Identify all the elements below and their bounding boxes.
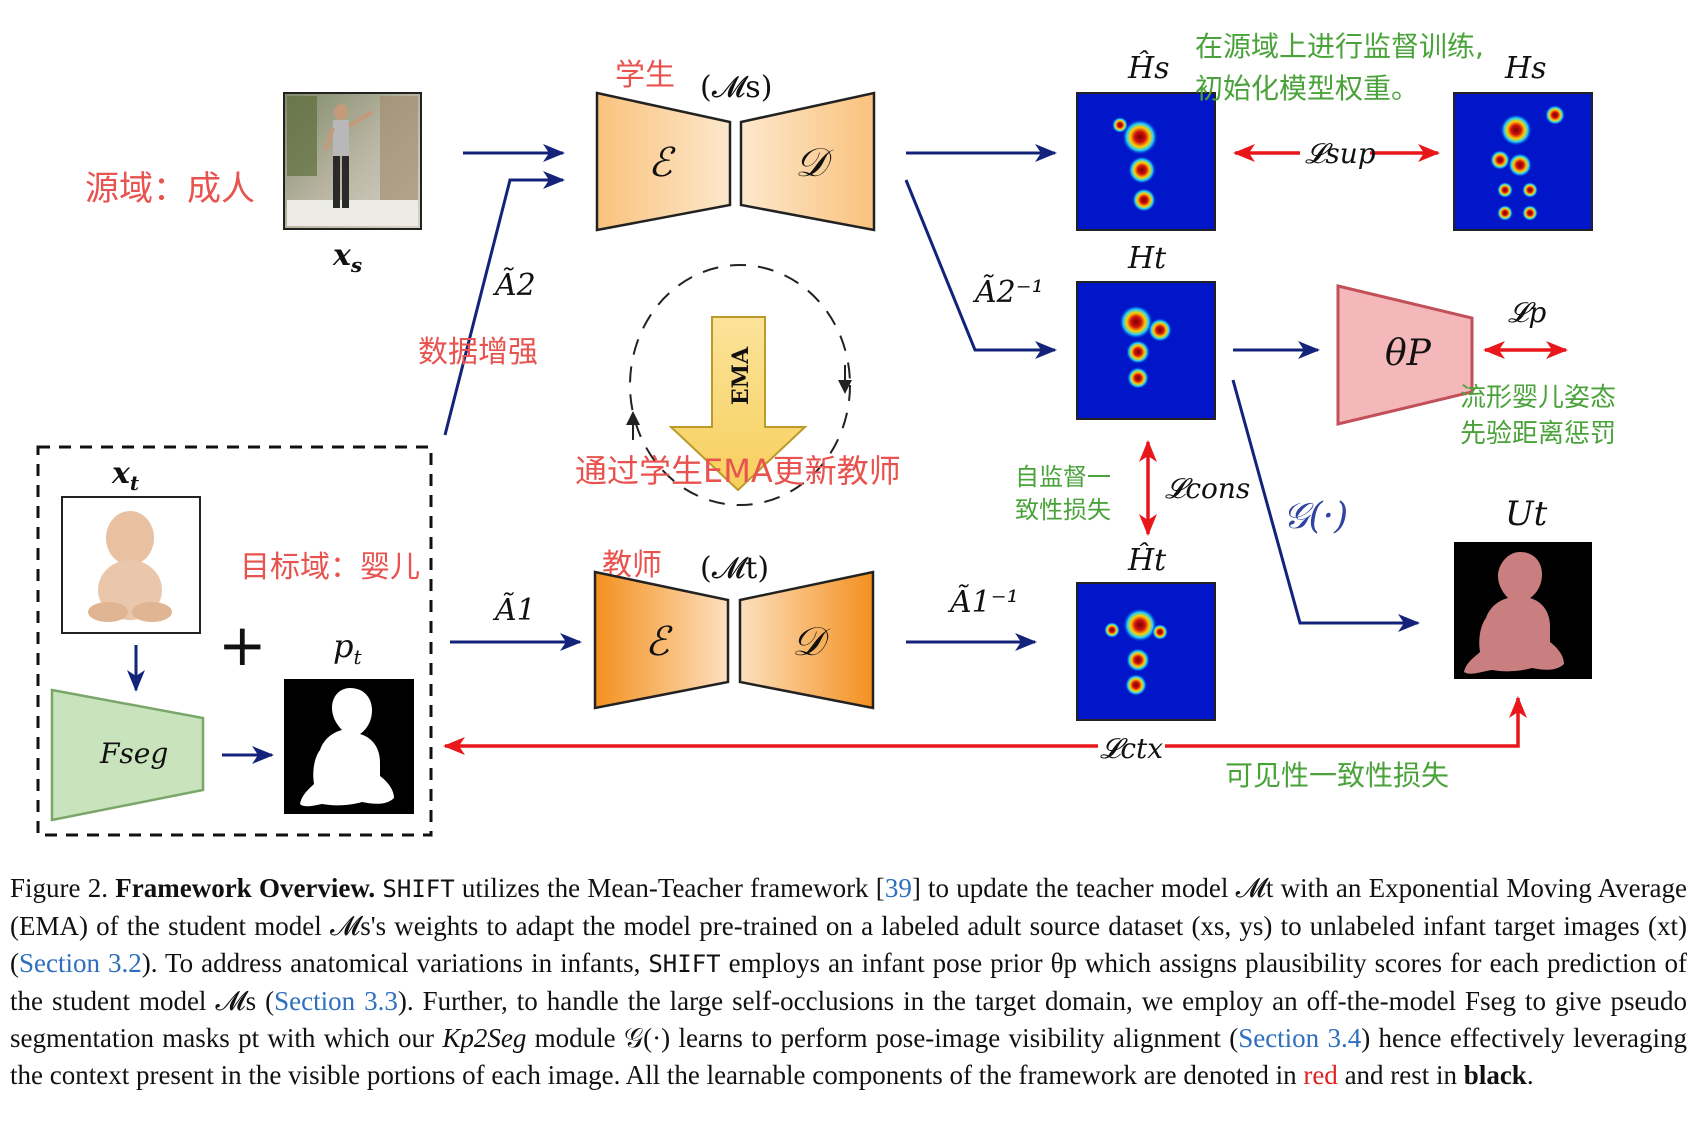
a1-inverse-label: Ã1⁻¹ xyxy=(947,584,1019,620)
hs-label: Hs xyxy=(1504,51,1547,86)
pt-label: pt xyxy=(333,627,362,669)
augment-label: 数据增强 xyxy=(418,335,538,370)
caption-prefix: Figure 2. xyxy=(10,873,108,903)
lsup-label: 𝓛sup xyxy=(1305,137,1376,170)
ema-note: 通过学生EMA更新教师 xyxy=(575,452,901,490)
a1-label: Ã1 xyxy=(492,592,536,628)
caption-text-8: and rest in xyxy=(1337,1060,1464,1090)
source-image xyxy=(283,92,422,230)
cons-note-line2: 致性损失 xyxy=(1015,496,1111,524)
caption-text-7: ) hence effectively leveraging the conte… xyxy=(10,1023,1688,1090)
framework-diagram: 源域：成人 xs 学生 (𝓜s) ℰ 𝒟 Ã2⁻¹ Ã2 数据增强 Ĥs Hs xyxy=(36,30,1616,837)
xt-label: xt xyxy=(111,456,140,495)
lp-label: 𝓛p xyxy=(1508,296,1546,329)
target-image-infant xyxy=(61,496,201,634)
ht-hat-label: Ĥt xyxy=(1127,542,1167,578)
pose-prior-theta-p xyxy=(1336,284,1474,426)
caption-text-3: ). To address anatomical variations in i… xyxy=(141,948,649,978)
target-domain-label: 目标域：婴儿 xyxy=(240,550,420,585)
xs-label: xs xyxy=(332,238,362,277)
target-domain-box xyxy=(36,445,433,837)
student-encoder xyxy=(595,91,732,232)
supervised-note-line1: 在源域上进行监督训练, xyxy=(1195,30,1484,63)
ema-arrow xyxy=(668,316,808,492)
heatmap-hs-hat xyxy=(1076,92,1216,231)
cons-note-line1: 自监督一 xyxy=(1015,463,1111,491)
theta-p-label: θP xyxy=(1385,333,1432,374)
caption-text-4: employs an infant pose prior θp which as… xyxy=(10,948,1688,1016)
caption-ref-39[interactable]: 39 xyxy=(884,873,912,903)
teacher-encoder-symbol: ℰ xyxy=(645,619,673,665)
visibility-map-ut xyxy=(1454,542,1592,679)
caption-shift: SHIFT xyxy=(382,875,455,903)
source-domain-label: 源域：成人 xyxy=(85,169,255,209)
lctx-line-right xyxy=(1165,696,1527,748)
heatmap-ht-hat xyxy=(1076,582,1216,721)
a2-inverse-label: Ã2⁻¹ xyxy=(972,274,1044,310)
lcons-label: 𝓛cons xyxy=(1165,472,1250,505)
caption-text-1: utilizes the Mean-Teacher framework [ xyxy=(454,873,885,903)
teacher-decoder xyxy=(738,570,875,710)
caption-text-5: ). Further, to handle the large self-occ… xyxy=(10,986,1687,1053)
a2-label: Ã2 xyxy=(492,267,536,303)
caption-text-6: module 𝒢(·) learns to perform pose-image… xyxy=(526,1023,1239,1053)
teacher-model-label: (𝓜t) xyxy=(700,551,769,586)
visibility-note: 可见性一致性损失 xyxy=(1225,759,1449,792)
student-label: 学生 xyxy=(615,58,675,93)
fseg-label: Fseg xyxy=(99,737,168,770)
hs-hat-label: Ĥs xyxy=(1127,50,1170,86)
caption-section-3-2[interactable]: Section 3.2 xyxy=(19,948,142,978)
student-encoder-symbol: ℰ xyxy=(648,140,676,186)
g-func-label: 𝒢(·) xyxy=(1283,496,1348,537)
pseudo-mask-pt xyxy=(284,679,414,814)
supervised-note-line2: 初始化模型权重。 xyxy=(1195,72,1419,105)
caption-title: Framework Overview. xyxy=(115,873,376,903)
caption-black-word: black xyxy=(1463,1060,1527,1090)
segmentation-model-fseg xyxy=(50,688,205,822)
ht-label: Ht xyxy=(1127,241,1167,276)
caption-section-3-4[interactable]: Section 3.4 xyxy=(1238,1023,1362,1053)
prior-note-line2: 先验距离惩罚 xyxy=(1460,419,1616,449)
caption-kp2seg: Kp2Seg xyxy=(442,1023,527,1053)
plus-symbol: + xyxy=(218,611,267,679)
arrow-ht-to-ut xyxy=(1231,379,1420,632)
caption-red-word: red xyxy=(1303,1060,1338,1090)
heatmap-hs xyxy=(1453,92,1593,231)
teacher-encoder xyxy=(593,570,730,710)
caption-text-2: ] to update the teacher model 𝓜t with an… xyxy=(10,873,1688,978)
student-model-label: (𝓜s) xyxy=(700,70,772,105)
heatmap-ht xyxy=(1076,281,1216,420)
student-decoder xyxy=(739,91,876,232)
prior-note-line1: 流形婴儿姿态 xyxy=(1460,383,1616,413)
caption-section-3-3[interactable]: Section 3.3 xyxy=(274,986,398,1016)
arrow-target-to-student xyxy=(443,171,565,436)
caption-text-9: . xyxy=(1526,1060,1534,1090)
caption-shift-2: SHIFT xyxy=(648,950,721,978)
lctx-label: 𝓛ctx xyxy=(1100,732,1163,765)
ema-label: EMA xyxy=(728,346,754,405)
ut-label: Ut xyxy=(1505,494,1548,534)
arrow-student-to-ht xyxy=(904,179,1057,359)
figure-caption: Figure 2. Framework Overview. SHIFT util… xyxy=(10,870,1687,1094)
